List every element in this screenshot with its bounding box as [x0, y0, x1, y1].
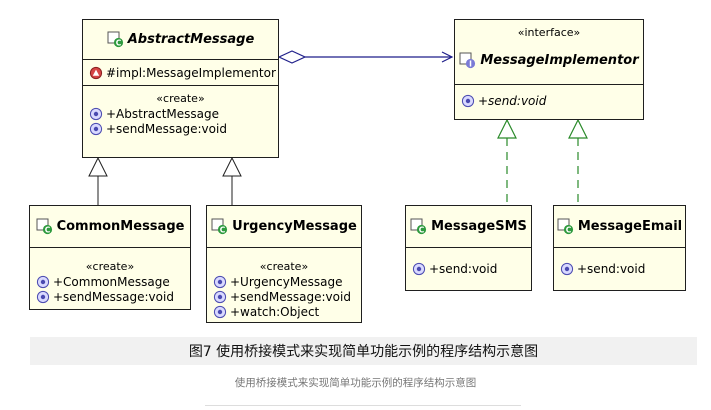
svg-text:C: C: [566, 225, 572, 234]
abstract-class-icon: C: [107, 31, 123, 47]
svg-text:C: C: [44, 225, 50, 234]
svg-text:C: C: [220, 225, 226, 234]
constructor-method: +CommonMessage: [53, 274, 170, 289]
class-icon: C: [36, 218, 52, 234]
send-message-method: +sendMessage:void: [106, 121, 227, 136]
abstract-message-header: C AbstractMessage: [83, 20, 278, 60]
message-email-methods: +send:void: [554, 248, 685, 280]
aggregation-arrowhead: [441, 51, 454, 63]
message-email-header: C MessageEmail: [554, 206, 685, 248]
message-implementor-name: MessageImplementor: [480, 52, 639, 68]
message-sms-class[interactable]: C MessageSMS +send:void: [405, 205, 532, 291]
message-sms-methods: +send:void: [406, 248, 531, 280]
watch-method: +watch:Object: [230, 304, 320, 319]
figure-caption-text: 图7 使用桥接模式来实现简单功能示例的程序结构示意图: [188, 344, 539, 360]
public-method-icon: [213, 275, 227, 288]
send-method: +send:void: [478, 93, 547, 108]
send-method: +send:void: [429, 261, 498, 276]
send-message-method: +sendMessage:void: [230, 289, 351, 304]
abstract-message-name: AbstractMessage: [127, 32, 255, 47]
common-message-class[interactable]: C CommonMessage «create» +CommonMessage …: [29, 205, 191, 310]
create-stereotype: «create»: [85, 260, 135, 273]
common-message-header: C CommonMessage: [30, 206, 190, 248]
divider: [205, 405, 521, 406]
message-sms-name: MessageSMS: [431, 219, 527, 234]
abstract-message-class[interactable]: C AbstractMessage #impl:MessageImplement…: [82, 19, 279, 158]
public-method-icon: [36, 275, 50, 288]
abstract-message-fields: #impl:MessageImplementor: [83, 60, 278, 86]
common-message-name: CommonMessage: [56, 219, 185, 234]
svg-text:C: C: [115, 38, 121, 47]
public-method-icon: [89, 122, 103, 135]
send-method: +send:void: [577, 261, 646, 276]
interface-stereotype: «interface»: [517, 26, 581, 39]
public-method-icon: [461, 94, 475, 107]
constructor-method: +UrgencyMessage: [230, 274, 343, 289]
image-subcaption: 使用桥接模式来实现简单功能示例的程序结构示意图: [234, 377, 477, 389]
urgency-message-header: C UrgencyMessage: [207, 206, 361, 248]
class-icon: C: [211, 218, 228, 234]
send-message-method: +sendMessage:void: [53, 289, 174, 304]
interface-icon: I: [459, 52, 476, 68]
message-email-class[interactable]: C MessageEmail +send:void: [553, 205, 686, 291]
public-method-icon: [36, 290, 50, 303]
public-method-icon: [213, 290, 227, 303]
abstract-message-methods: «create» +AbstractMessage +sendMessage:v…: [83, 86, 278, 140]
impl-field: #impl:MessageImplementor: [106, 65, 276, 80]
message-sms-header: C MessageSMS: [406, 206, 531, 248]
svg-text:C: C: [419, 225, 425, 234]
generalization-triangle-common: [88, 156, 108, 177]
message-email-name: MessageEmail: [577, 219, 683, 234]
urgency-message-name: UrgencyMessage: [232, 219, 357, 234]
realization-triangle-sms: [497, 118, 517, 139]
public-method-icon: [412, 262, 426, 275]
public-method-icon: [213, 305, 227, 318]
class-icon: C: [557, 218, 573, 234]
public-method-icon: [560, 262, 574, 275]
message-implementor-header: «interface» I MessageImplementor: [455, 20, 643, 85]
protected-field-icon: [89, 66, 103, 79]
class-icon: C: [410, 218, 427, 234]
svg-text:I: I: [469, 59, 472, 68]
aggregation-diamond: [277, 50, 307, 64]
generalization-triangle-urgency: [222, 156, 242, 177]
urgency-message-class[interactable]: C UrgencyMessage «create» +UrgencyMessag…: [206, 205, 362, 323]
message-implementor-interface[interactable]: «interface» I MessageImplementor +send:v…: [454, 19, 644, 120]
figure-caption: 图7 使用桥接模式来实现简单功能示例的程序结构示意图: [30, 337, 697, 365]
create-stereotype: «create»: [259, 260, 309, 273]
constructor-method: +AbstractMessage: [106, 106, 220, 121]
public-method-icon: [89, 107, 103, 120]
common-message-methods: «create» +CommonMessage +sendMessage:voi…: [30, 248, 190, 308]
realization-triangle-email: [568, 118, 588, 139]
create-stereotype: «create»: [156, 92, 205, 105]
urgency-message-methods: «create» +UrgencyMessage +sendMessage:vo…: [207, 248, 361, 323]
message-implementor-methods: +send:void: [455, 85, 643, 112]
